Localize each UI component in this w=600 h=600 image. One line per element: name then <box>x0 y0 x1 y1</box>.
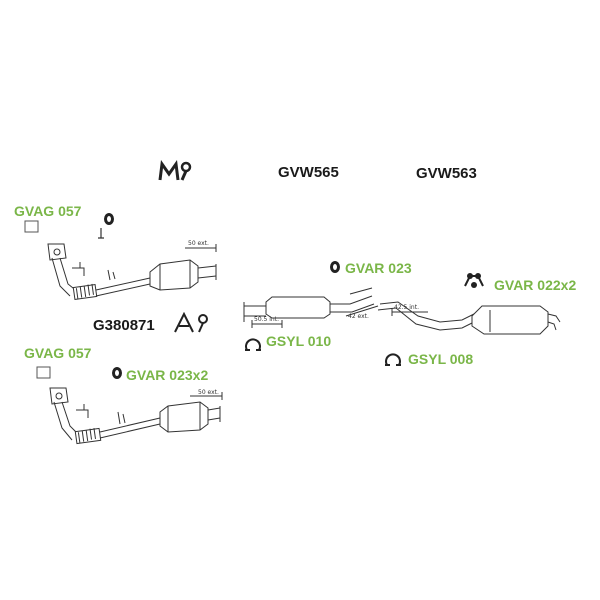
dim-mid: 42 ext. <box>348 313 369 320</box>
rubber-mount-icon <box>328 260 342 279</box>
rubber-mount-icon <box>110 366 124 385</box>
gasket-label-top[interactable]: GVAG 057 <box>14 203 82 219</box>
part-number-gvw563[interactable]: GVW563 <box>416 165 477 182</box>
rubber-mount-icon <box>102 212 116 231</box>
rubber-label-rear[interactable]: GVAR 022x2 <box>494 277 577 293</box>
dim-rear: 42.5 int. <box>394 304 419 311</box>
front-pipe-top <box>47 243 217 301</box>
sensor-bolt-icon <box>96 228 106 247</box>
clamp-icon <box>244 336 262 357</box>
dim-inlet: 50.5 int. <box>254 316 279 323</box>
clamp-icon <box>384 351 402 372</box>
rear-system <box>243 287 561 335</box>
hanger-bracket-icon <box>462 272 486 295</box>
mechanic-logo-icon <box>158 159 192 187</box>
rubber-label-bottom[interactable]: GVAR 023x2 <box>126 367 209 383</box>
gasket-square-icon <box>36 366 52 385</box>
clamp-label-right[interactable]: GSYL 008 <box>408 351 474 367</box>
front-pipe-bottom <box>49 387 223 445</box>
part-number-gvw565[interactable]: GVW565 <box>278 164 339 181</box>
dim-bottom-pipe: 50 ext. <box>198 389 219 396</box>
rubber-label-mid[interactable]: GVAR 023 <box>345 260 412 276</box>
gasket-label-bottom[interactable]: GVAG 057 <box>24 345 92 361</box>
dim-top-pipe: 50 ext. <box>188 240 209 247</box>
gasket-square-icon <box>24 220 40 239</box>
clamp-label-left[interactable]: GSYL 010 <box>266 333 332 349</box>
catalyst-approval-icon <box>172 311 212 339</box>
catalyst-code[interactable]: G380871 <box>93 317 155 334</box>
